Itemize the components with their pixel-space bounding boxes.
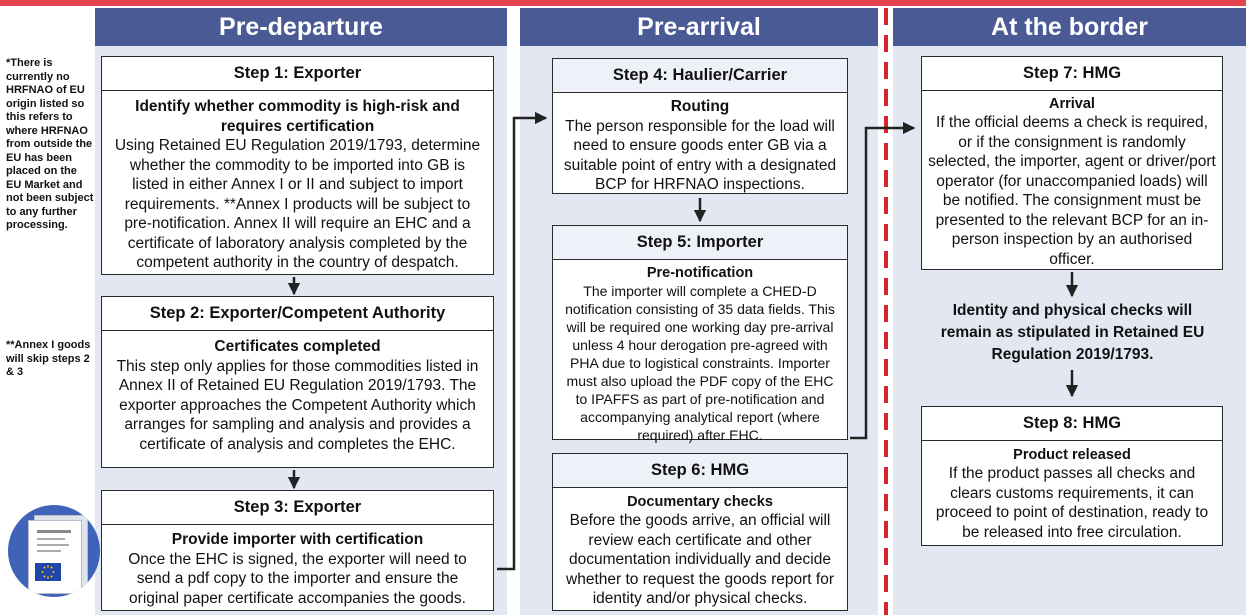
note-annex-i-skip: **Annex I goods will skip steps 2 & 3 (6, 339, 91, 378)
step-8-body: If the product passes all checks and cle… (935, 465, 1209, 541)
step-7-box: Step 7: HMG Arrival If the official deem… (921, 56, 1223, 270)
step-5-title: Step 5: Importer (553, 226, 847, 260)
certificate-document-icon (8, 505, 100, 597)
step-4-subtitle: Routing (670, 98, 730, 115)
step-7-subtitle: Arrival (1049, 96, 1095, 112)
step-4-box: Step 4: Haulier/Carrier Routing The pers… (552, 58, 848, 194)
step-2-subtitle: Certificates completed (214, 338, 381, 355)
step-6-title: Step 6: HMG (553, 454, 847, 488)
step-8-box: Step 8: HMG Product released If the prod… (921, 406, 1223, 546)
column-header-at-the-border: At the border (893, 8, 1246, 46)
step-5-subtitle: Pre-notification (646, 265, 754, 281)
step-5-box: Step 5: Importer Pre-notification The im… (552, 225, 848, 443)
step-4-body: The person responsible for the load will… (563, 117, 837, 194)
step-8-title: Step 8: HMG (922, 407, 1222, 441)
step-3-body: Once the EHC is signed, the exporter wil… (128, 550, 467, 607)
top-accent-line (0, 0, 1246, 6)
identity-checks-note: Identity and physical checks will remain… (940, 302, 1205, 363)
step-3-title: Step 3: Exporter (102, 491, 493, 525)
arrow-step5-to-step7 (850, 121, 916, 440)
step-7-title: Step 7: HMG (922, 57, 1222, 91)
step-3-subtitle: Provide importer with certification (171, 531, 424, 548)
step-8-subtitle: Product released (1013, 447, 1131, 463)
step-1-body: Using Retained EU Regulation 2019/1793, … (114, 137, 481, 271)
arrow-step3-to-step4 (497, 111, 548, 571)
step-7-body: If the official deems a check is require… (928, 114, 1216, 268)
step-4-title: Step 4: Haulier/Carrier (553, 59, 847, 93)
step-1-subtitle: Identify whether commodity is high-risk … (135, 98, 460, 135)
column-header-pre-arrival: Pre-arrival (520, 8, 878, 46)
step-3-box: Step 3: Exporter Provide importer with c… (101, 490, 494, 611)
note-hrfnao-origin: *There is currently no HRFNAO of EU orig… (6, 57, 94, 231)
step-6-box: Step 6: HMG Documentary checks Before th… (552, 453, 848, 611)
step-6-subtitle: Documentary checks (627, 494, 773, 510)
step-5-body: The importer will complete a CHED-D noti… (565, 283, 835, 443)
column-header-pre-departure: Pre-departure (95, 8, 507, 46)
eu-flag-icon (35, 563, 61, 581)
step-2-title: Step 2: Exporter/Competent Authority (102, 297, 493, 331)
step-1-box: Step 1: Exporter Identify whether commod… (101, 56, 494, 275)
step-2-body: This step only applies for those commodi… (116, 357, 479, 453)
step-1-title: Step 1: Exporter (102, 57, 493, 91)
step-2-box: Step 2: Exporter/Competent Authority Cer… (101, 296, 494, 468)
step-6-body: Before the goods arrive, an official wil… (566, 512, 834, 607)
